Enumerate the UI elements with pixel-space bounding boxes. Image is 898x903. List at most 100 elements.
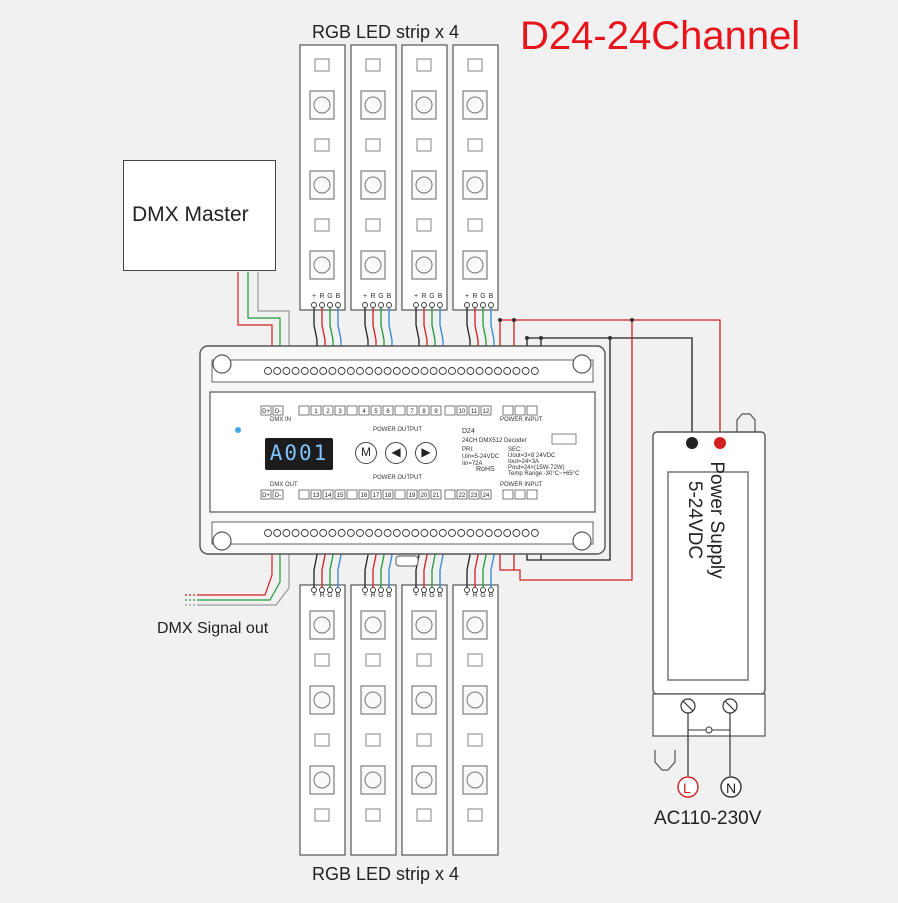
strip-pin-label: B <box>336 592 341 599</box>
terminal-screw <box>392 367 401 375</box>
terminal-screw <box>420 529 429 537</box>
top-strip-label: RGB LED strip x 4 <box>312 22 460 42</box>
terminal-screw <box>484 367 493 375</box>
resistor-pad <box>467 58 483 72</box>
channel-bottom-box <box>334 489 346 500</box>
strip-pin-label: G <box>327 293 332 300</box>
strip-pin-label: G <box>327 592 332 599</box>
terminal-screw <box>374 529 383 537</box>
channel-bottom-box <box>370 489 382 500</box>
strip-pin-label: R <box>421 592 426 599</box>
terminal-screw <box>420 367 429 375</box>
dmx-out-label: DMX OUT <box>270 482 298 488</box>
plus-pin-box <box>444 489 456 500</box>
terminal-screw <box>383 367 392 375</box>
terminal-screw <box>300 529 309 537</box>
dmx-in-pin-text: D+ <box>262 409 270 415</box>
mount-hole <box>572 354 592 374</box>
channel-bottom-text: 15 <box>337 493 344 499</box>
strip-solder-pad <box>362 302 368 308</box>
channel-bottom-box <box>468 489 480 500</box>
model-label: D24 <box>462 428 475 435</box>
dmx-in-pin-text: D- <box>275 409 281 415</box>
psu-label-panel <box>667 471 749 681</box>
strip-pin-label: R <box>421 293 426 300</box>
strip-pin-label: + <box>363 592 367 599</box>
plus-pin-box <box>502 489 514 500</box>
terminal-screw <box>521 367 530 375</box>
strip-pin-label: + <box>312 293 316 300</box>
terminal-l-label: L <box>683 780 691 796</box>
power-supply-line2: 5-24VDC <box>684 480 705 560</box>
led-lens <box>364 96 382 114</box>
wire-junction <box>525 336 529 340</box>
terminal-screw <box>429 367 438 375</box>
strip-pin-label: + <box>414 293 418 300</box>
right-arrow-button[interactable]: ▶ <box>415 442 437 464</box>
dmx-out-pin-text: D- <box>275 493 281 499</box>
screw-slot <box>724 700 736 712</box>
ac-input-label: AC110-230V <box>654 808 762 829</box>
terminal-screw <box>530 529 539 537</box>
strip-pin-label: B <box>336 293 341 300</box>
strip-pin-label: G <box>480 293 485 300</box>
strip-solder-pad <box>319 587 325 593</box>
strip-solder-pad <box>413 587 419 593</box>
dmx-signal-out-label: DMX Signal out <box>157 620 269 637</box>
strip-pin-label: R <box>472 592 477 599</box>
channel-top-box <box>406 405 418 416</box>
terminal-screw <box>310 367 318 375</box>
plus-pin-box <box>298 405 310 416</box>
dmx-out-wire-green <box>198 535 281 601</box>
led-lens <box>313 96 331 114</box>
plus-pin-box <box>514 405 526 416</box>
resistor-pad <box>416 653 432 667</box>
dmx-in-pin-box <box>260 405 272 416</box>
strip-solder-pad <box>429 302 435 308</box>
terminal-screw <box>484 529 493 537</box>
wire-junction <box>608 336 612 340</box>
dmx-out-wire-grey <box>198 535 290 606</box>
led-lens <box>466 256 484 274</box>
channel-top-box <box>418 405 430 416</box>
channel-top-box <box>370 405 382 416</box>
terminal-screw <box>475 367 484 375</box>
menu-button[interactable]: M <box>355 442 377 464</box>
terminal-screw <box>448 367 456 375</box>
strip-solder-pad <box>370 302 376 308</box>
ac-bridge-node <box>705 726 713 734</box>
terminal-screw <box>328 529 337 537</box>
terminal-screw <box>337 367 346 375</box>
resistor-pad <box>314 653 330 667</box>
terminal-screw <box>273 367 282 375</box>
channel-top-text: 9 <box>434 409 438 415</box>
channel-bottom-text: 23 <box>471 493 478 499</box>
terminal-screw <box>411 367 420 375</box>
terminal-screw <box>402 367 410 375</box>
channel-top-box <box>382 405 394 416</box>
wire-junction <box>630 318 634 322</box>
wire-junction <box>512 318 516 322</box>
strip-pin-label: G <box>378 592 383 599</box>
strip-solder-pad <box>335 587 341 593</box>
dmx-out-pin-box <box>272 489 284 500</box>
strip-pin-label: B <box>387 293 392 300</box>
led-lens <box>313 771 331 789</box>
terminal-screw <box>457 367 466 375</box>
led-lens <box>364 616 382 634</box>
strip-solder-pad <box>327 302 333 308</box>
strip-solder-pad <box>488 587 494 593</box>
resistor-pad <box>467 218 483 232</box>
terminal-screw <box>457 529 466 537</box>
terminal-screw <box>291 529 300 537</box>
wire-junction <box>539 336 543 340</box>
terminal-screw <box>282 367 291 375</box>
strip-solder-pad <box>362 587 368 593</box>
led-lens <box>313 616 331 634</box>
left-arrow-button[interactable]: ◀ <box>385 442 407 464</box>
channel-bottom-box <box>358 489 370 500</box>
terminal-screw <box>512 529 521 537</box>
resistor-pad <box>365 808 381 822</box>
